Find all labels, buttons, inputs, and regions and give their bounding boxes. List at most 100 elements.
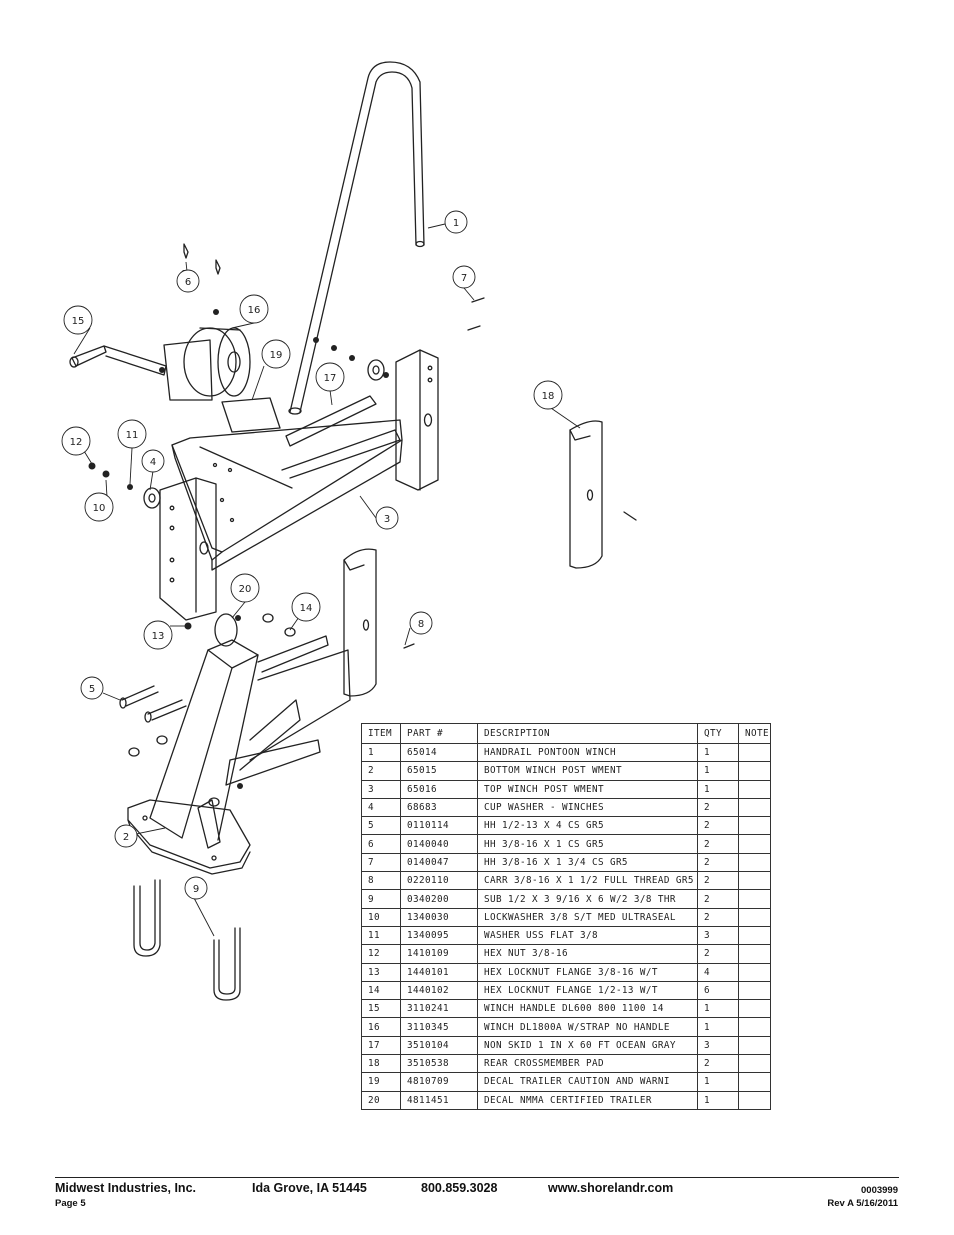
hardware-dots [88, 270, 389, 789]
cell-description: NON SKID 1 IN X 60 FT OCEAN GRAY [477, 1035, 698, 1056]
balloon-13: 13 [143, 620, 173, 650]
cell-qty: 2 [697, 852, 739, 873]
svg-text:18: 18 [542, 391, 555, 402]
balloon-16: 16 [239, 294, 269, 324]
balloon-5: 5 [80, 676, 104, 700]
cell-description: HEX NUT 3/8-16 [477, 944, 698, 964]
svg-text:20: 20 [239, 584, 252, 595]
cell-qty: 1 [697, 1072, 739, 1092]
cell-description: HANDRAIL PONTOON WINCH [477, 742, 698, 763]
cell-qty: 4 [697, 962, 739, 982]
header-note: NOTE [738, 723, 771, 744]
handrail [288, 61, 425, 415]
cell-item: 12 [361, 944, 401, 964]
cell-note [738, 834, 771, 854]
balloon-15: 15 [63, 305, 93, 335]
cell-item: 2 [361, 761, 401, 781]
cell-item: 15 [361, 999, 401, 1019]
balloon-17: 17 [315, 362, 345, 392]
cell-note [738, 816, 771, 836]
cell-item: 5 [361, 816, 401, 836]
footer-company: Midwest Industries, Inc. [55, 1181, 196, 1195]
cell-part-number: 3110241 [400, 999, 478, 1019]
footer-rule [55, 1177, 899, 1178]
header-description: DESCRIPTION [477, 723, 698, 744]
cell-part-number: 1410109 [400, 944, 478, 964]
cell-qty: 2 [697, 816, 739, 836]
balloon-9: 9 [184, 876, 208, 900]
cell-qty: 1 [697, 779, 739, 799]
bottom-winch-post [127, 635, 351, 875]
cell-description: CARR 3/8-16 X 1 1/2 FULL THREAD GR5 [477, 871, 698, 891]
svg-text:15: 15 [72, 316, 85, 327]
balloon-14: 14 [291, 592, 321, 622]
cell-qty: 1 [697, 761, 739, 781]
cell-part-number: 0110114 [400, 816, 478, 836]
cell-qty: 2 [697, 834, 739, 854]
balloon-11: 11 [117, 419, 147, 449]
long-bolts [119, 685, 187, 723]
cell-note [738, 1035, 771, 1056]
svg-text:16: 16 [248, 305, 261, 316]
cell-qty: 1 [697, 742, 739, 763]
cell-item: 3 [361, 779, 401, 799]
cell-part-number: 65014 [400, 742, 478, 763]
svg-text:12: 12 [70, 437, 83, 448]
cell-part-number: 3510538 [400, 1054, 478, 1074]
cell-note [738, 999, 771, 1019]
svg-text:6: 6 [185, 277, 191, 288]
cell-item: 14 [361, 980, 401, 1001]
header-item: ITEM [361, 723, 401, 744]
cell-part-number: 0140047 [400, 852, 478, 873]
cell-item: 18 [361, 1054, 401, 1074]
cell-note [738, 1090, 771, 1110]
footer-page-number: Page 5 [55, 1198, 86, 1209]
cell-qty: 2 [697, 889, 739, 909]
winch-handle [69, 345, 167, 376]
cell-part-number: 1340095 [400, 925, 478, 946]
cell-qty: 2 [697, 944, 739, 964]
svg-text:3: 3 [384, 514, 390, 525]
cell-description: WINCH DL1800A W/STRAP NO HANDLE [477, 1017, 698, 1037]
small-hardware [128, 243, 637, 807]
cell-description: DECAL TRAILER CAUTION AND WARNI [477, 1072, 698, 1092]
cell-note [738, 797, 771, 818]
cell-part-number: 0140040 [400, 834, 478, 854]
cell-qty: 3 [697, 925, 739, 946]
cell-part-number: 0220110 [400, 871, 478, 891]
cell-qty: 2 [697, 871, 739, 891]
footer-phone: 800.859.3028 [421, 1181, 498, 1195]
table-header-row: ITEM PART # DESCRIPTION QTY NOTE [361, 723, 771, 744]
cell-description: SUB 1/2 X 3 9/16 X 6 W/2 3/8 THR [477, 889, 698, 909]
header-part-number: PART # [400, 723, 478, 744]
cell-item: 16 [361, 1017, 401, 1037]
cell-part-number: 3110345 [400, 1017, 478, 1037]
svg-text:11: 11 [126, 430, 139, 441]
cell-description: HH 3/8-16 X 1 CS GR5 [477, 834, 698, 854]
cell-qty: 1 [697, 1090, 739, 1110]
svg-text:1: 1 [453, 218, 459, 229]
cell-qty: 2 [697, 907, 739, 927]
cell-qty: 3 [697, 1035, 739, 1056]
winch [163, 327, 251, 401]
cell-item: 20 [361, 1090, 401, 1110]
cell-description: WASHER USS FLAT 3/8 [477, 925, 698, 946]
svg-text:9: 9 [193, 884, 199, 895]
footer-doc-number: 0003999 [861, 1185, 898, 1196]
balloon-20: 20 [230, 573, 260, 603]
footer-city: Ida Grove, IA 51445 [252, 1181, 367, 1195]
cell-item: 11 [361, 925, 401, 946]
item-balloons: 1 2 3 4 5 6 7 8 9 10 11 12 13 14 15 16 1… [61, 210, 563, 900]
